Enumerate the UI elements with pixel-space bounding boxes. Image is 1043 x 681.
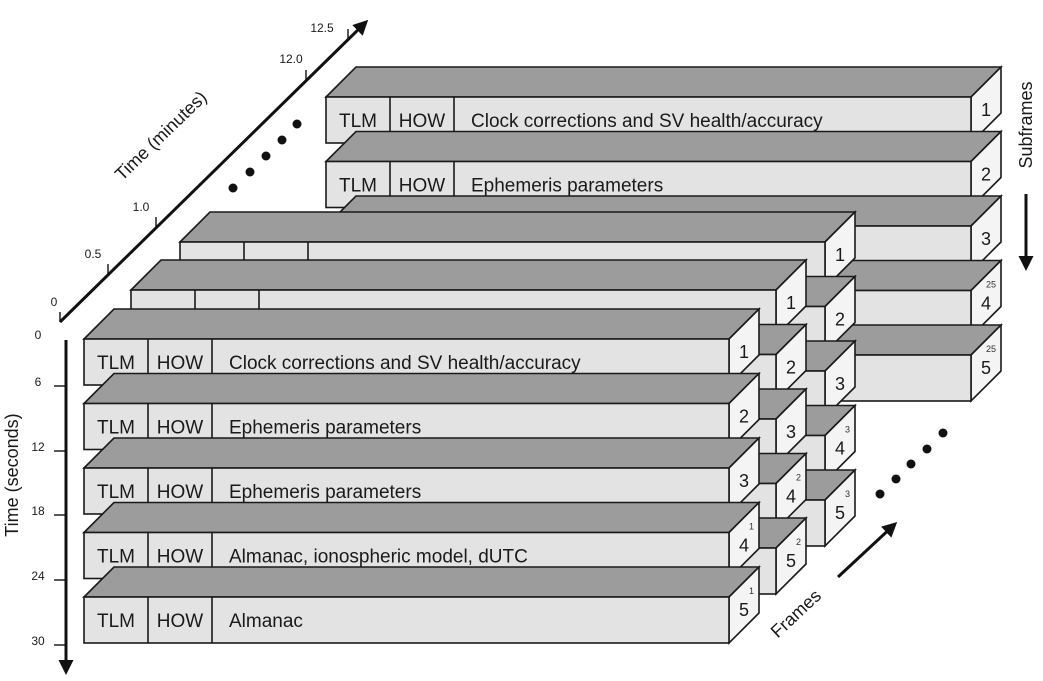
subframe-top-face <box>324 66 1003 98</box>
subframe-content: Ephemeris parameters <box>471 176 663 197</box>
subframe-number: 2 <box>835 310 845 330</box>
minutes-tick-12-5: 12.5 <box>310 21 334 35</box>
minutes-tick-0: 0 <box>51 295 58 309</box>
ellipsis-dots-minutes <box>228 119 302 193</box>
time-seconds-axis: 0 6 12 18 24 30 Time (seconds) <box>2 328 74 675</box>
subframe-top-face <box>178 211 857 243</box>
subframes-indicator: Subframes <box>1016 81 1036 271</box>
subframe-number: 1 <box>739 342 749 362</box>
ellipsis-dots-frames <box>875 428 948 499</box>
page-number: 25 <box>986 344 996 354</box>
subframe-top-face <box>82 308 761 340</box>
subframe-number: 1 <box>981 100 991 120</box>
how-label: HOW <box>157 418 204 439</box>
subframe-top-face <box>82 501 761 534</box>
page-number: 2 <box>796 473 801 483</box>
tlm-label: TLM <box>339 176 377 197</box>
subframe-number: 4 <box>739 536 749 556</box>
how-label: HOW <box>157 482 204 503</box>
how-label: HOW <box>399 111 446 132</box>
page-number: 1 <box>749 586 754 596</box>
subframe-number: 4 <box>835 439 845 459</box>
subframe-top-face <box>82 372 761 405</box>
subframe-number: 2 <box>981 165 991 185</box>
subframe-number: 5 <box>739 600 749 620</box>
subframe-5-box: TLM HOW Almanac 51 <box>82 565 761 645</box>
subframe-top-face <box>82 437 761 469</box>
seconds-tick-12: 12 <box>31 440 45 454</box>
how-label: HOW <box>157 547 204 568</box>
tlm-label: TLM <box>339 111 377 132</box>
subframe-number: 2 <box>739 407 749 427</box>
subframe-content: Almanac, ionospheric model, dUTC <box>229 547 528 568</box>
subframe-number: 5 <box>981 358 991 378</box>
tlm-label: TLM <box>97 547 135 568</box>
subframe-number: 3 <box>981 229 991 249</box>
frame-1-stack: TLM HOW Clock corrections and SV health/ac… <box>82 307 761 645</box>
seconds-tick-18: 18 <box>31 504 45 518</box>
minutes-tick-0-5: 0.5 <box>85 247 102 261</box>
subframe-number: 2 <box>786 358 796 378</box>
subframe-number: 5 <box>835 503 845 523</box>
minutes-tick-1-0: 1.0 <box>133 200 150 214</box>
subframe-content: Ephemeris parameters <box>229 482 421 503</box>
time-minutes-label: Time (minutes) <box>111 87 211 184</box>
tlm-label: TLM <box>97 418 135 439</box>
page-number: 1 <box>749 522 754 532</box>
how-label: HOW <box>157 353 204 374</box>
seconds-tick-24: 24 <box>31 569 45 583</box>
tlm-label: TLM <box>97 611 135 632</box>
tlm-label: TLM <box>97 353 135 374</box>
minutes-tick-12-0: 12.0 <box>279 52 303 66</box>
subframe-content: Clock corrections and SV health/accuracy <box>471 111 823 132</box>
seconds-tick-0: 0 <box>35 328 42 342</box>
seconds-tick-30: 30 <box>31 634 45 648</box>
subframe-content: Ephemeris parameters <box>229 418 421 439</box>
time-seconds-label: Time (seconds) <box>2 413 22 536</box>
subframe-number: 4 <box>786 487 796 507</box>
tlm-label: TLM <box>97 482 135 503</box>
page-number: 3 <box>845 489 850 499</box>
subframes-label: Subframes <box>1016 81 1036 168</box>
subframe-number: 3 <box>786 422 796 442</box>
how-label: HOW <box>399 176 446 197</box>
subframe-top-face <box>82 566 761 598</box>
subframe-front-face <box>83 596 730 644</box>
seconds-tick-6: 6 <box>35 375 42 389</box>
how-label: HOW <box>157 611 204 632</box>
subframe-number: 1 <box>786 293 796 313</box>
page-number: 3 <box>845 425 850 435</box>
subframe-number: 3 <box>835 374 845 394</box>
page-number: 25 <box>986 280 996 290</box>
page-number: 2 <box>796 537 801 547</box>
subframe-content: Almanac <box>229 611 303 632</box>
subframe-number: 5 <box>786 551 796 571</box>
subframe-number: 3 <box>739 471 749 491</box>
subframe-top-face <box>129 259 808 291</box>
subframe-number: 1 <box>835 245 845 265</box>
subframe-number: 4 <box>981 294 991 314</box>
subframe-top-face <box>324 130 1003 163</box>
subframe-3-box: TLM HOW Ephemeris parameters 3 <box>82 436 761 516</box>
subframe-2-box: TLM HOW Ephemeris parameters 2 <box>82 371 761 452</box>
subframe-content: Clock corrections and SV health/accuracy <box>229 353 581 374</box>
